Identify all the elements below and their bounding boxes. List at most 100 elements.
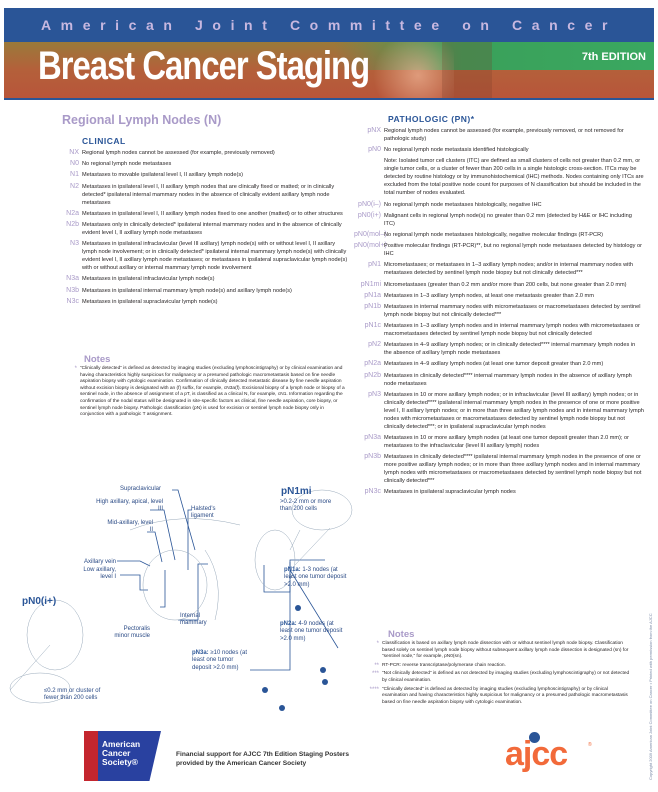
stage-code: N3a (66, 275, 79, 283)
stage-code: pN1mi (360, 280, 381, 288)
stage-description: Metastases to movable ipsilateral level … (82, 172, 244, 179)
stage-description: Metastases in ipsilateral supraclavicula… (82, 298, 218, 305)
stage-code: pN1 (368, 261, 381, 269)
note-text: “Not clinically detected” is defined as … (382, 671, 630, 683)
stage-code: pN2a (364, 360, 381, 368)
stage-code: pN3c (364, 488, 381, 496)
stage-code: pN0(mol+) (354, 242, 387, 250)
staging-row: Note: Isolated tumor cell clusters (ITC)… (354, 157, 644, 197)
stage-code: NX (69, 149, 79, 156)
stage-code: pN1b (364, 302, 381, 310)
note-text: RT-PCR: reverse transcriptase/polymerase… (382, 662, 506, 668)
stage-description: Note: Isolated tumor cell clusters (ITC)… (384, 158, 644, 197)
staging-row: pN0(i+)Malignant cells in regional lymph… (354, 212, 644, 228)
note-text: Classification is based on axillary lymp… (382, 641, 629, 660)
label-pn0i-desc: ≤0.2 mm or cluster of fewer than 200 cel… (44, 688, 101, 702)
financial-support-text: Financial support for AJCC 7th Edition S… (176, 750, 349, 768)
note-text: “Clinically detected” is defined as dete… (80, 366, 345, 418)
stage-description: Metastases in ipsilateral infraclavicula… (82, 241, 348, 272)
page-title: Breast Cancer Staging (38, 44, 370, 88)
stage-description: Micrometastases (greater than 0.2 mm and… (384, 281, 627, 288)
stage-description: Metastases in ipsilateral infraclavicula… (82, 276, 215, 283)
stage-code: N2 (70, 182, 79, 190)
stage-code: pN2 (368, 341, 381, 349)
pathologic-notes: *Classification is based on axillary lym… (358, 641, 630, 708)
label-high-axillary: High axillary, apical, level III (96, 499, 163, 513)
band-glow-decoration (364, 42, 454, 98)
stage-code: pN3a (364, 434, 381, 441)
note-item: *“Clinically detected” is defined as det… (70, 366, 348, 419)
note-text: “Clinically detected” is defined as dete… (382, 686, 628, 705)
label-supraclavicular: Supraclavicular (120, 486, 162, 492)
stage-description: Metastases in 1–3 axillary lymph nodes a… (384, 323, 640, 338)
stage-description: Metastases in 4–9 axillary lymph nodes (… (384, 361, 604, 368)
stage-code: pN3 (368, 390, 381, 398)
stage-code: N2a (66, 209, 79, 217)
clinical-notes: *“Clinically detected” is defined as det… (70, 366, 348, 421)
pathologic-heading: PATHOLOGIC (PN)* (388, 114, 475, 124)
copyright-text: Copyright 2009 American Joint Committee … (648, 613, 653, 780)
label-pn1a-desc: 1-3 nodes (at least one tumor deposit >2… (284, 567, 347, 588)
support-line-2: provided by the American Cancer Society (176, 760, 307, 767)
note-mark: * (74, 366, 77, 372)
american-cancer-society-logo: American Cancer Society® (84, 731, 161, 781)
clinical-notes-heading: Notes (84, 354, 111, 365)
note-mark: *** (371, 671, 379, 678)
note-item: ****“Clinically detected” is defined as … (358, 687, 630, 707)
stage-code: pN0 (368, 146, 381, 154)
stage-description: Metastases only in clinically detected* … (82, 221, 342, 236)
acs-logo-text: American Cancer Society® (102, 739, 141, 767)
stage-description: No regional lymph node metastases (82, 161, 172, 168)
label-axillary-vein: Axillary vein (83, 559, 116, 565)
note-item: *Classification is based on axillary lym… (358, 641, 630, 661)
stage-code: N3 (70, 240, 79, 248)
stage-code: N3b (66, 286, 79, 294)
stage-description: Metastases in ipsilateral level I, II ax… (82, 183, 335, 206)
label-internal-mammary: Internal mammary (180, 613, 207, 627)
stage-code (354, 157, 384, 197)
stage-code: pN1c (364, 322, 381, 330)
label-pn1mi-desc: >0.2-2 mm or more than 200 cells (280, 499, 332, 513)
label-pn1a: pN1a: (284, 567, 301, 573)
stage-description: Metastases in 10 or more axillary lymph … (384, 435, 629, 449)
label-pn3a-desc: ≥10 nodes (at least one tumor deposit >2… (192, 650, 247, 671)
stage-description: Regional lymph nodes cannot be assessed … (384, 128, 624, 142)
ajcc-logo-dot (529, 732, 540, 743)
stage-description: Metastases in ipsilateral level I, II ax… (82, 210, 343, 217)
registered-mark: ® (588, 742, 592, 748)
stage-description: Metastases in clinically detected**** in… (384, 372, 632, 387)
stage-description: Metastases in 10 or more axillary lymph … (384, 391, 644, 430)
lymph-node-anatomy-illustration (9, 489, 353, 711)
support-line-1: Financial support for AJCC 7th Edition S… (176, 751, 350, 758)
stage-code: pN0(i+) (357, 211, 381, 219)
note-item: ***“Not clinically detected” is defined … (358, 671, 630, 684)
label-pn1mi: pN1mi (281, 486, 312, 497)
stage-code: N0 (70, 160, 79, 168)
label-pn3a: pN3a: (192, 650, 209, 656)
staging-row: pN0(i–)No regional lymph node metastases… (354, 201, 644, 209)
stage-description: No regional lymph node metastases histol… (384, 201, 542, 208)
organization-name: American Joint Committee on Cancer (40, 17, 618, 33)
note-mark: * (376, 641, 379, 647)
stage-code: N1 (70, 171, 79, 179)
stage-description: Metastases in ipsilateral internal mamma… (82, 287, 292, 294)
label-mid-axillary: Mid-axillary, level II (107, 520, 153, 534)
label-pn2a-desc: 4-9 nodes (at least one tumor deposit >2… (280, 621, 343, 642)
